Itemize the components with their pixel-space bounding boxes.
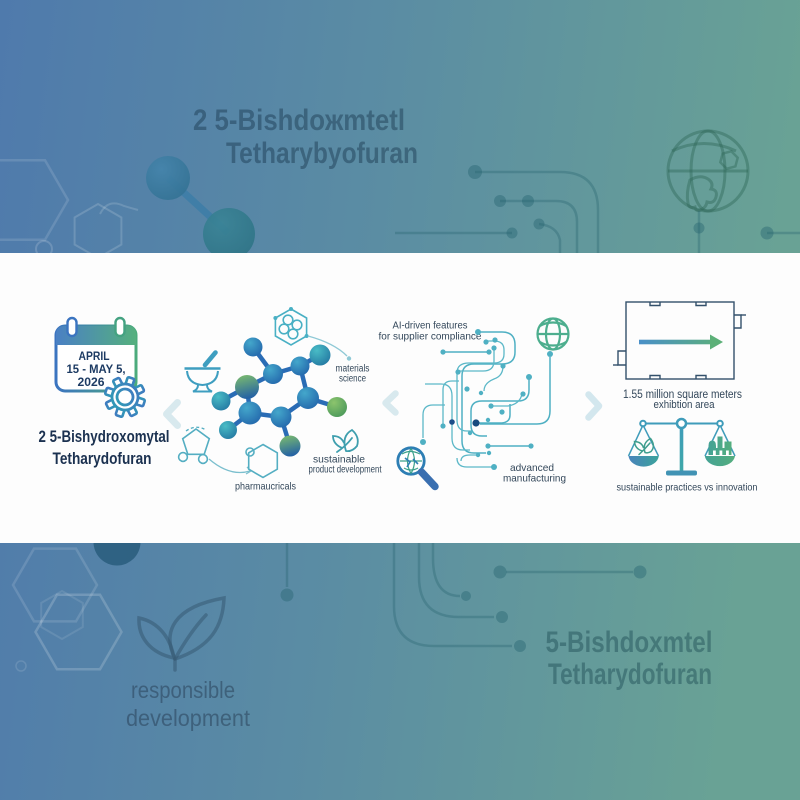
svg-text:materials: materials xyxy=(336,364,370,375)
svg-text:15 - MAY 5,: 15 - MAY 5, xyxy=(67,362,126,376)
svg-text:development: development xyxy=(126,705,250,731)
svg-text:sustainable practices vs innov: sustainable practices vs innovation xyxy=(617,481,758,493)
svg-text:Tetharydofuran: Tetharydofuran xyxy=(53,449,152,468)
svg-text:2026: 2026 xyxy=(78,375,105,389)
svg-text:exhibtion area: exhibtion area xyxy=(654,399,716,411)
svg-text:product development: product development xyxy=(309,465,382,476)
svg-text:Tetharybyofuran: Tetharybyofuran xyxy=(226,137,418,170)
svg-text:AI-driven features: AI-driven features xyxy=(393,321,468,332)
svg-text:pharmaucricals: pharmaucricals xyxy=(235,481,296,493)
svg-text:2 5-Bishydroxomytal: 2 5-Bishydroxomytal xyxy=(39,427,170,446)
svg-text:APRIL: APRIL xyxy=(79,349,110,363)
svg-text:2 5-Bishdoжmtetl: 2 5-Bishdoжmtetl xyxy=(193,104,405,137)
svg-text:science: science xyxy=(339,374,366,385)
svg-text:5-Bishdoxmtel: 5-Bishdoxmtel xyxy=(546,626,713,659)
svg-text:for supplier compliance: for supplier compliance xyxy=(379,332,482,343)
svg-text:advanced: advanced xyxy=(510,462,554,474)
svg-text:1.55 million square meters: 1.55 million square meters xyxy=(623,389,742,401)
svg-text:responsible: responsible xyxy=(131,677,235,703)
svg-text:Tetharydofuran: Tetharydofuran xyxy=(548,658,712,691)
svg-text:manufacturing: manufacturing xyxy=(503,472,566,484)
svg-text:sustainable: sustainable xyxy=(313,455,365,466)
